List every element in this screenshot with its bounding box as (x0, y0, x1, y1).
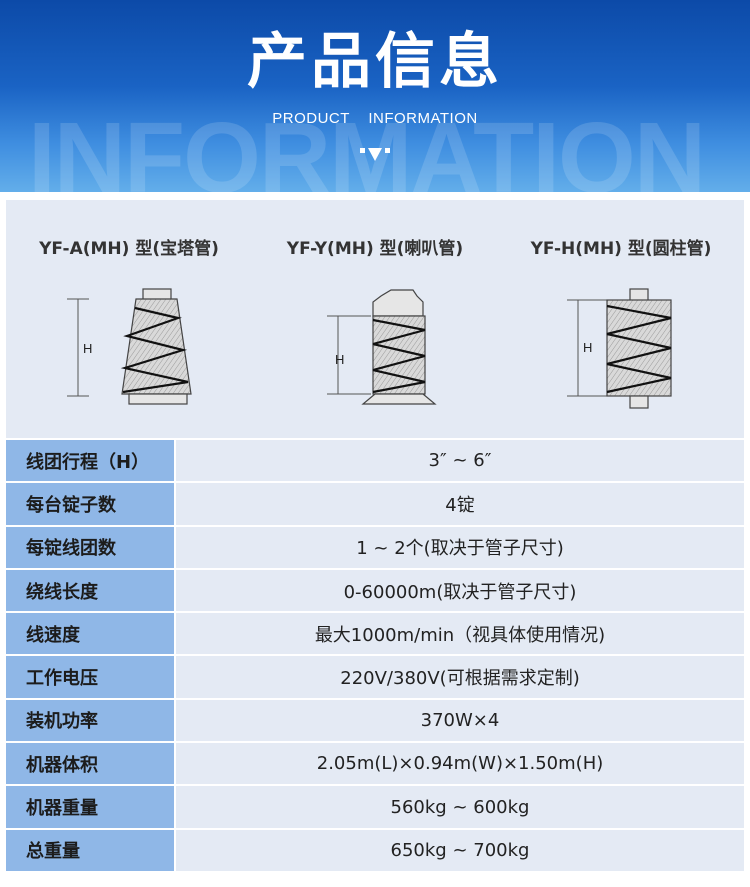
spec-key: 每台锭子数 (6, 483, 174, 525)
spec-key: 机器体积 (6, 743, 174, 785)
tube-type-cone: YF-A(MH) 型(宝塔管) H (6, 200, 252, 438)
page-title: 产品信息 (247, 27, 503, 97)
table-row: 线团行程（H） 3″ ~ 6″ (6, 440, 744, 484)
spec-value: 0-60000m(取决于管子尺寸) (176, 569, 744, 612)
tube-label: YF-Y(MH) 型(喇叭管) (286, 239, 464, 259)
cone-tube-diagram: H (67, 288, 192, 405)
table-row: 工作电压 220V/380V(可根据需求定制) (6, 656, 744, 700)
spec-value: 1 ~ 2个(取决于管子尺寸) (176, 526, 744, 568)
tube-label: YF-H(MH) 型(圆柱管) (530, 239, 712, 259)
background-watermark-word: INFORMATION (28, 102, 706, 192)
spec-value: 370W×4 (176, 699, 744, 742)
spec-value: 3″ ~ 6″ (176, 440, 744, 482)
tube-type-cylinder: YF-H(MH) 型(圆柱管) H (498, 200, 744, 438)
tube-label: YF-A(MH) 型(宝塔管) (39, 239, 219, 259)
spec-key: 线团行程（H） (6, 440, 174, 482)
header-banner: INFORMATION 产品信息 PRODUCT INFORMATION (0, 0, 750, 192)
spec-key: 每锭线团数 (6, 526, 174, 568)
table-row: 装机功率 370W×4 (6, 699, 744, 744)
spec-key: 机器重量 (6, 786, 174, 828)
spec-value: 560kg ~ 600kg (176, 786, 744, 828)
dimension-label: H (335, 352, 344, 367)
table-row: 机器重量 560kg ~ 600kg (6, 786, 744, 830)
dimension-label: H (583, 340, 592, 355)
spec-key: 绕线长度 (6, 569, 174, 612)
chevron-down-icon (360, 148, 390, 161)
table-row: 线速度 最大1000m/min（视具体使用情况) (6, 613, 744, 657)
table-row: 总重量 650kg ~ 700kg (6, 829, 744, 873)
spec-value: 最大1000m/min（视具体使用情况) (176, 613, 744, 655)
table-row: 机器体积 2.05m(L)×0.94m(W)×1.50m(H) (6, 743, 744, 787)
trumpet-tube-diagram: H (327, 289, 437, 405)
page-subtitle: PRODUCT INFORMATION (272, 110, 478, 127)
tube-types-panel: YF-A(MH) 型(宝塔管) H YF-Y(MH) 型(喇叭管) (6, 200, 744, 438)
spec-value: 220V/380V(可根据需求定制) (176, 656, 744, 698)
spec-table: 线团行程（H） 3″ ~ 6″ 每台锭子数 4锭 每锭线团数 1 ~ 2个(取决… (6, 440, 744, 873)
spec-value: 650kg ~ 700kg (176, 829, 744, 871)
spec-key: 工作电压 (6, 656, 174, 698)
table-row: 每台锭子数 4锭 (6, 483, 744, 527)
spec-key: 装机功率 (6, 699, 174, 742)
cylinder-tube-diagram: H (567, 288, 672, 409)
tube-type-trumpet: YF-Y(MH) 型(喇叭管) H (252, 200, 498, 438)
dimension-label: H (83, 341, 92, 356)
spec-value: 4锭 (176, 483, 744, 525)
spec-key: 总重量 (6, 829, 174, 871)
spec-key: 线速度 (6, 613, 174, 655)
table-row: 绕线长度 0-60000m(取决于管子尺寸) (6, 569, 744, 614)
spec-value: 2.05m(L)×0.94m(W)×1.50m(H) (176, 743, 744, 785)
table-row: 每锭线团数 1 ~ 2个(取决于管子尺寸) (6, 526, 744, 570)
